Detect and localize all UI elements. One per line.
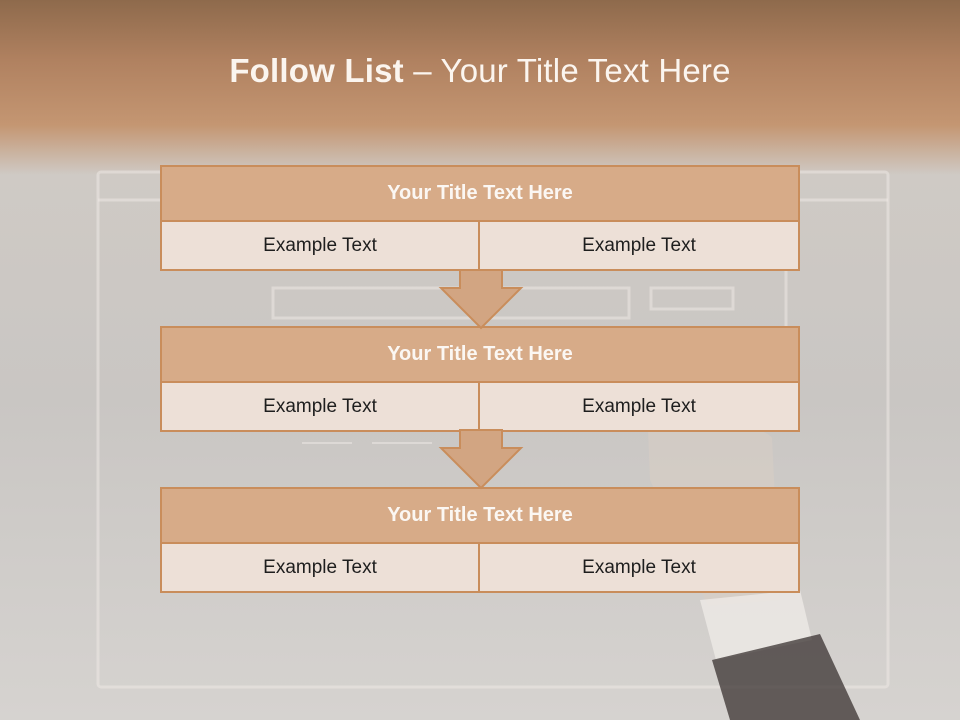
follow-card-3: Your Title Text Here Example Text Exampl…	[160, 487, 800, 593]
down-arrow-icon	[438, 429, 524, 490]
follow-card-1: Your Title Text Here Example Text Exampl…	[160, 165, 800, 271]
follow-card-2: Your Title Text Here Example Text Exampl…	[160, 326, 800, 432]
card-cell-left: Example Text	[160, 383, 480, 432]
card-header: Your Title Text Here	[160, 165, 800, 222]
card-header: Your Title Text Here	[160, 487, 800, 544]
card-header: Your Title Text Here	[160, 326, 800, 383]
card-cell-left: Example Text	[160, 544, 480, 593]
card-cell-right: Example Text	[480, 222, 800, 271]
card-cell-right: Example Text	[480, 383, 800, 432]
card-cell-right: Example Text	[480, 544, 800, 593]
down-arrow-icon	[438, 269, 524, 330]
title-bold: Follow List	[229, 52, 404, 89]
title-rest: – Your Title Text Here	[403, 52, 731, 89]
slide-title: Follow List – Your Title Text Here	[0, 52, 960, 90]
card-cell-left: Example Text	[160, 222, 480, 271]
